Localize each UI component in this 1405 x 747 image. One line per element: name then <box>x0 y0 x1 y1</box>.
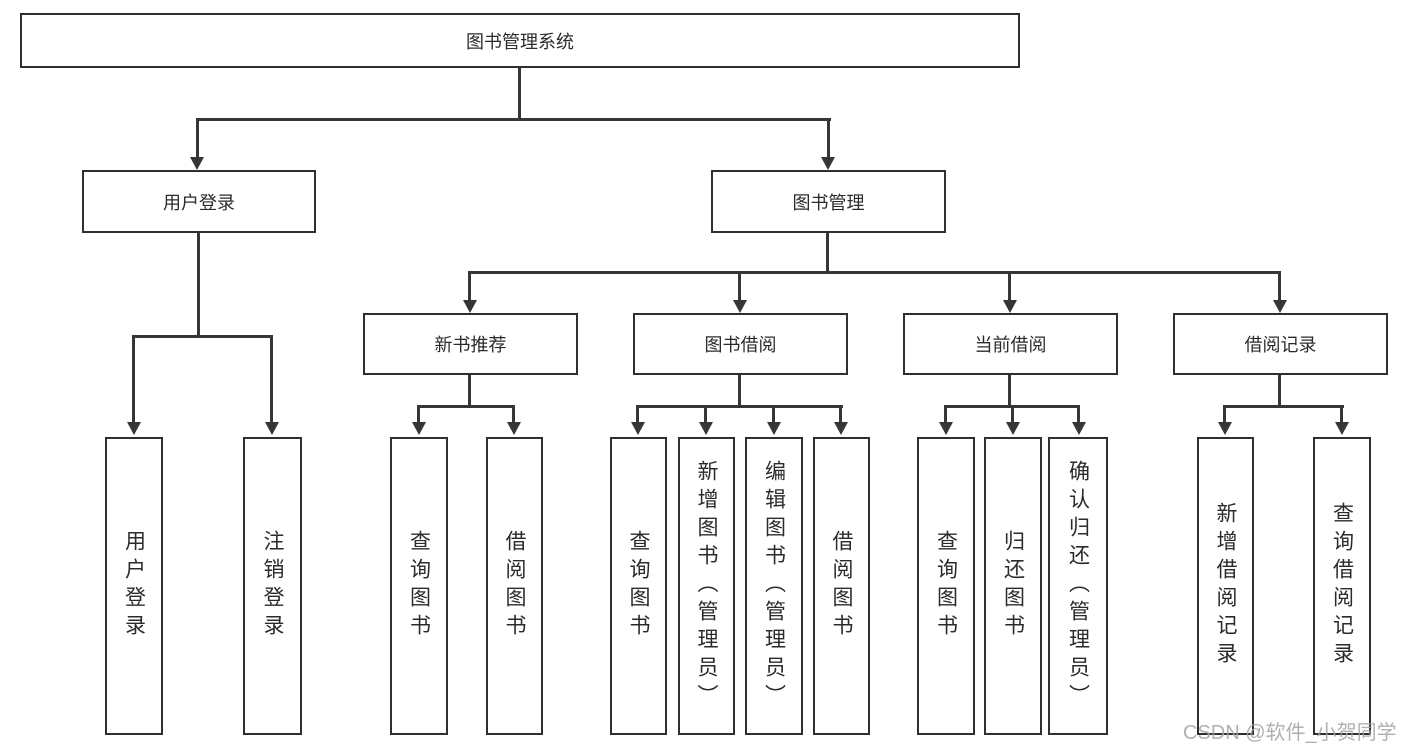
node-leaf-edit-books-admin: 编辑图书（管理员） <box>745 437 803 735</box>
node-leaf-user-login: 用户登录 <box>105 437 163 735</box>
connector-hline <box>636 405 843 408</box>
node-leaf-add-books-admin: 新增图书（管理员） <box>678 437 735 735</box>
arrowhead-down-icon <box>1273 300 1287 313</box>
connector-vline <box>417 405 420 422</box>
connector-vline <box>944 405 947 422</box>
connector-vline <box>1008 375 1011 407</box>
node-leaf-return-books: 归还图书 <box>984 437 1042 735</box>
connector-vline <box>1011 405 1014 422</box>
node-leaf-query-books-3: 查询图书 <box>917 437 975 735</box>
node-label: 注销登录 <box>261 530 284 642</box>
node-label: 编辑图书（管理员） <box>762 460 786 712</box>
node-leaf-add-borrow-record: 新增借阅记录 <box>1197 437 1254 735</box>
arrowhead-down-icon <box>1218 422 1232 435</box>
connector-vline <box>512 405 515 422</box>
node-book-management: 图书管理 <box>711 170 946 233</box>
node-label: 借阅图书 <box>830 530 853 642</box>
arrowhead-down-icon <box>507 422 521 435</box>
connector-vline <box>270 335 273 422</box>
connector-hline <box>132 335 273 338</box>
arrowhead-down-icon <box>1006 422 1020 435</box>
csdn-watermark: CSDN @软件_小贺同学 <box>1183 722 1397 744</box>
connector-vline <box>1278 375 1281 407</box>
connector-hline <box>196 118 831 121</box>
connector-vline <box>827 118 830 157</box>
connector-vline <box>468 375 471 407</box>
arrowhead-down-icon <box>733 300 747 313</box>
connector-hline <box>1223 405 1344 408</box>
node-leaf-borrow-books-1: 借阅图书 <box>486 437 543 735</box>
node-label: 新增图书（管理员） <box>695 460 718 712</box>
node-leaf-query-borrow-record: 查询借阅记录 <box>1313 437 1371 735</box>
arrowhead-down-icon <box>767 422 781 435</box>
node-label: 新书推荐 <box>434 335 507 355</box>
node-new-book-recommend: 新书推荐 <box>363 313 578 375</box>
connector-vline <box>1340 405 1343 422</box>
node-leaf-confirm-return-admin: 确认归还（管理员） <box>1048 437 1108 735</box>
node-label: 查询图书 <box>407 530 431 642</box>
connector-vline <box>1077 405 1080 422</box>
node-leaf-logout: 注销登录 <box>243 437 302 735</box>
node-label: 用户登录 <box>122 530 146 642</box>
arrowhead-down-icon <box>631 422 645 435</box>
connector-vline <box>738 375 741 407</box>
connector-vline <box>839 405 842 422</box>
connector-vline <box>636 405 639 422</box>
node-leaf-borrow-books-2: 借阅图书 <box>813 437 870 735</box>
arrowhead-down-icon <box>1072 422 1086 435</box>
node-borrowing-records: 借阅记录 <box>1173 313 1388 375</box>
node-leaf-query-books-2: 查询图书 <box>610 437 667 735</box>
node-label: 查询图书 <box>627 530 650 642</box>
arrowhead-down-icon <box>699 422 713 435</box>
arrowhead-down-icon <box>265 422 279 435</box>
connector-vline <box>196 118 199 157</box>
node-user-login: 用户登录 <box>82 170 316 233</box>
connector-vline <box>738 271 741 302</box>
arrowhead-down-icon <box>834 422 848 435</box>
connector-hline <box>417 405 515 408</box>
arrowhead-down-icon <box>127 422 141 435</box>
connector-vline <box>197 233 200 337</box>
arrowhead-down-icon <box>939 422 953 435</box>
node-label: 归还图书 <box>1001 530 1025 642</box>
node-label: 查询借阅记录 <box>1330 502 1354 670</box>
connector-vline <box>1008 271 1011 302</box>
connector-vline <box>826 233 829 274</box>
node-leaf-query-books-1: 查询图书 <box>390 437 448 735</box>
connector-vline <box>1223 405 1226 422</box>
connector-vline <box>468 271 471 302</box>
node-book-borrowing: 图书借阅 <box>633 313 848 375</box>
connector-vline <box>132 335 135 422</box>
connector-hline <box>468 271 1281 274</box>
node-label: 新增借阅记录 <box>1214 502 1237 670</box>
connector-vline <box>518 68 521 120</box>
connector-vline <box>1278 271 1281 302</box>
connector-vline <box>772 405 775 422</box>
arrowhead-down-icon <box>1335 422 1349 435</box>
node-label: 借阅记录 <box>1244 335 1317 355</box>
node-label: 当前借阅 <box>974 335 1047 355</box>
arrowhead-down-icon <box>463 300 477 313</box>
node-label: 查询图书 <box>934 530 958 642</box>
node-label: 图书借阅 <box>704 335 777 355</box>
arrowhead-down-icon <box>821 157 835 170</box>
node-label: 图书管理 <box>792 192 865 213</box>
arrowhead-down-icon <box>412 422 426 435</box>
node-label: 图书管理系统 <box>466 31 574 52</box>
node-label: 用户登录 <box>163 192 235 213</box>
arrowhead-down-icon <box>190 157 204 170</box>
node-label: 借阅图书 <box>503 530 526 642</box>
connector-vline <box>704 405 707 422</box>
node-label: 确认归还（管理员） <box>1066 460 1090 712</box>
node-current-borrowing: 当前借阅 <box>903 313 1118 375</box>
arrowhead-down-icon <box>1003 300 1017 313</box>
node-root-system: 图书管理系统 <box>20 13 1020 68</box>
